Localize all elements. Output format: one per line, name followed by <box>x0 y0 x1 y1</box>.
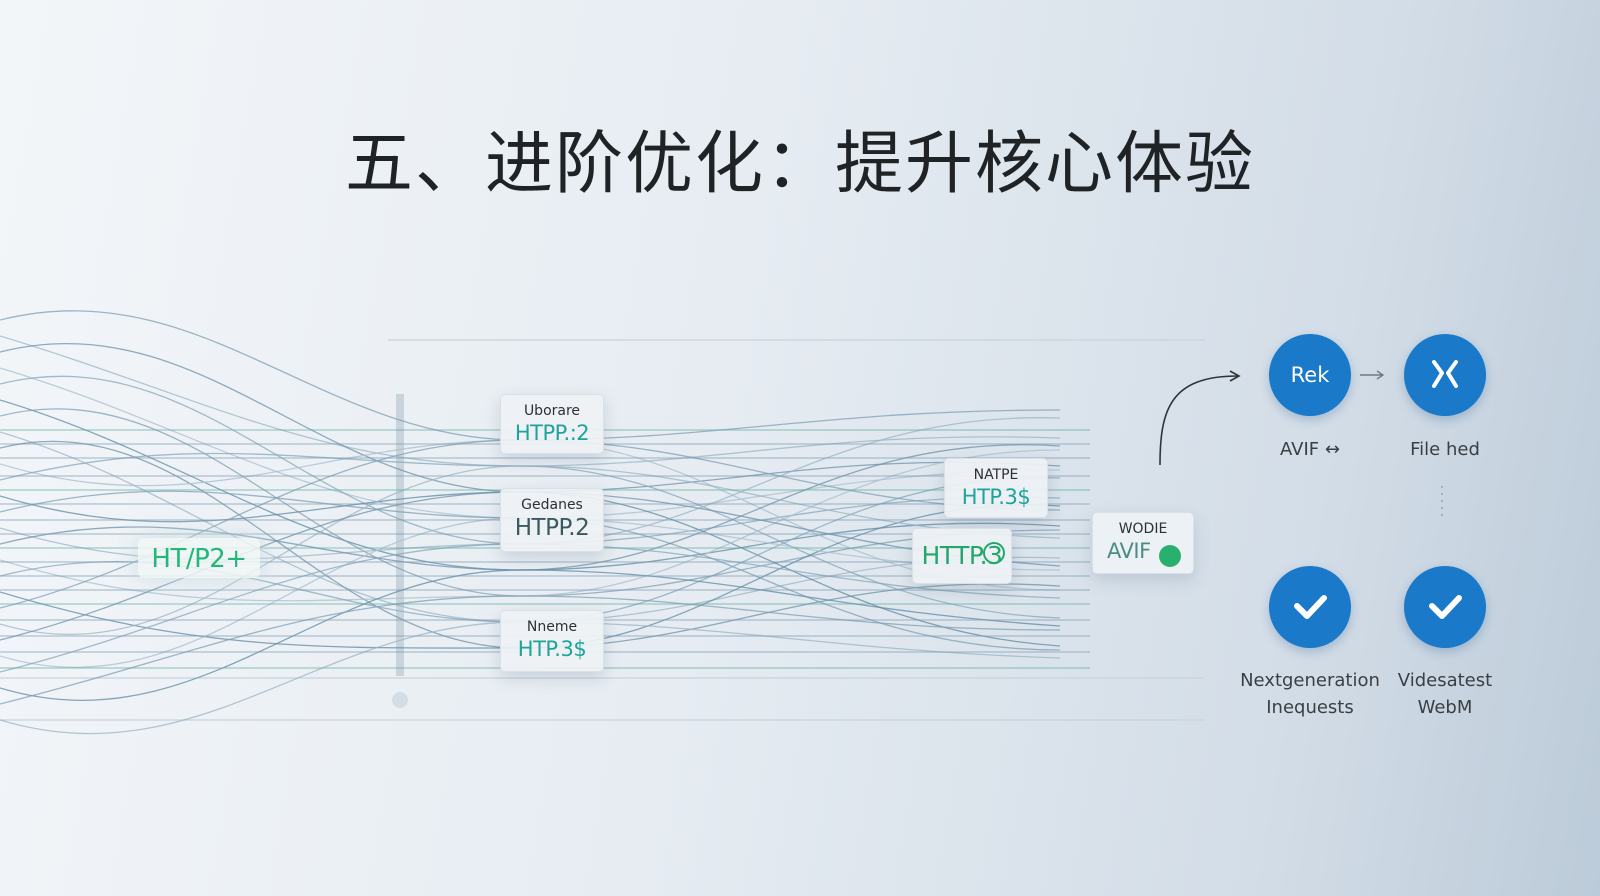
check-icon <box>1429 595 1462 619</box>
left-label: HT/P2+ <box>151 544 247 574</box>
node-http3: HTTP.3 <box>912 528 1012 584</box>
node-gedanes: Gedanes HTPP.2 <box>500 488 604 552</box>
node-nneme-value: HTP.3$ <box>517 637 587 661</box>
x-icon <box>1432 360 1458 388</box>
connector-arrowhead <box>1229 370 1241 382</box>
rek-badge: Rek <box>1269 334 1351 416</box>
node-http3-badge-icon <box>983 542 1005 564</box>
rek-label: AVIF ↔ <box>1225 436 1395 463</box>
check-badge-2 <box>1404 566 1486 648</box>
check-label-2-line-2: WebM <box>1417 697 1473 718</box>
rek-label-line: AVIF ↔ <box>1280 439 1340 460</box>
node-nneme: Nneme HTP.3$ <box>500 610 604 672</box>
left-label-box: HT/P2+ <box>138 538 260 578</box>
node-natpe-value: HTP.3$ <box>961 485 1031 509</box>
bar-end-dot <box>392 692 408 708</box>
node-uborare: Uborare HTPP.:2 <box>500 394 604 454</box>
check-icon <box>1294 595 1327 619</box>
flow-line <box>0 465 1061 636</box>
check-label-1: Nextgeneration Inequests <box>1225 667 1395 721</box>
node-natpe: NATPE HTP.3$ <box>944 458 1048 518</box>
node-gedanes-value: HTPP.2 <box>514 515 590 541</box>
x-label: File hed <box>1360 436 1530 463</box>
small-arrow-icon <box>1360 370 1385 380</box>
check-label-2: Videsatest WebM <box>1360 667 1530 721</box>
node-wodie-badge-icon <box>1159 545 1181 567</box>
node-uborare-caption: Uborare <box>523 403 581 419</box>
node-nneme-caption: Nneme <box>526 619 578 635</box>
vertical-bar <box>396 394 404 676</box>
rek-badge-text: Rek <box>1290 363 1330 387</box>
node-wodie-value: AVIF <box>1107 539 1151 563</box>
check-label-1-line-2: Inequests <box>1266 697 1354 718</box>
flow-line <box>0 595 1061 705</box>
node-wodie: WODIE AVIF <box>1092 512 1194 574</box>
check-badge-1 <box>1269 566 1351 648</box>
node-uborare-value: HTPP.:2 <box>514 421 590 445</box>
check-label-1-line-1: Nextgeneration <box>1240 670 1380 691</box>
x-badge <box>1404 334 1486 416</box>
connector-arrow <box>1159 375 1239 466</box>
page-title: 五、进阶优化：提升核心体验 <box>344 125 1255 204</box>
flow-line <box>0 569 1061 701</box>
node-gedanes-caption: Gedanes <box>521 497 583 513</box>
node-natpe-caption: NATPE <box>973 467 1019 483</box>
x-label-line: File hed <box>1410 439 1480 460</box>
node-wodie-caption: WODIE <box>1118 521 1168 537</box>
check-label-2-line-1: Videsatest <box>1397 670 1493 691</box>
